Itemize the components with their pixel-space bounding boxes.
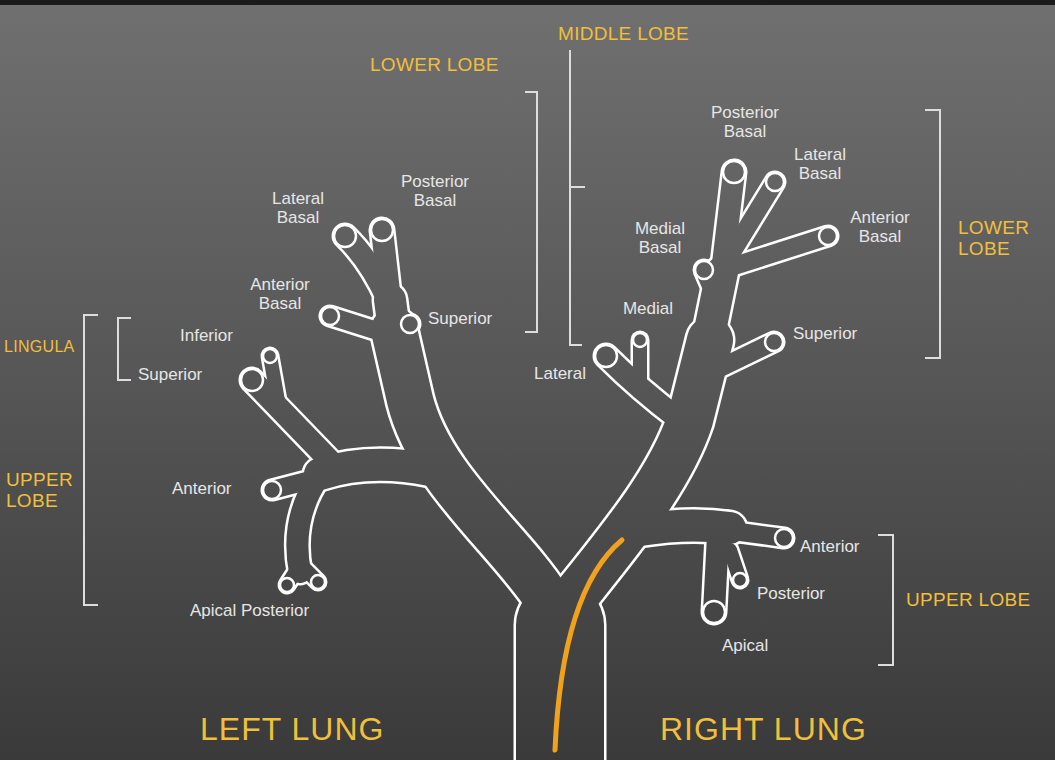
segment-label: Posterior Basal <box>385 173 485 210</box>
top-band <box>0 0 1055 5</box>
segment-label: Anterior Basal <box>835 209 925 246</box>
lobe-label: MIDDLE LOBE <box>558 24 689 45</box>
lobe-label: LOWER LOBE <box>958 218 1038 260</box>
segment-label: Lateral <box>520 365 600 384</box>
segment-label: Superior <box>793 325 857 344</box>
segment-label: Superior <box>138 366 202 385</box>
segment-label: Lateral Basal <box>775 146 865 183</box>
segment-label: Medial Basal <box>615 220 705 257</box>
lobe-brackets <box>84 50 940 665</box>
lung-title: RIGHT LUNG <box>660 712 867 747</box>
segment-label: Apical <box>722 637 768 656</box>
segment-label: Medial <box>608 300 688 319</box>
segment-label: Apical Posterior <box>190 602 309 621</box>
segment-label: Anterior <box>172 480 232 499</box>
lung-title: LEFT LUNG <box>200 712 384 747</box>
segment-label: Anterior Basal <box>235 276 325 313</box>
airway-outline <box>252 172 828 760</box>
segment-label: Superior <box>428 310 492 329</box>
segment-label: Posterior Basal <box>695 104 795 141</box>
airway-lumen <box>252 172 828 760</box>
segment-label: Posterior <box>757 585 825 604</box>
lobe-label: LOWER LOBE <box>370 55 499 76</box>
airway-ends <box>241 161 837 623</box>
lobe-label: UPPER LOBE <box>6 470 78 512</box>
lobe-label: UPPER LOBE <box>906 590 1030 611</box>
segment-label: Inferior <box>180 327 233 346</box>
esophagus-line <box>555 540 622 750</box>
segment-label: Lateral Basal <box>253 190 343 227</box>
lobe-label: LINGULA <box>4 338 75 356</box>
segment-label: Anterior <box>800 538 860 557</box>
